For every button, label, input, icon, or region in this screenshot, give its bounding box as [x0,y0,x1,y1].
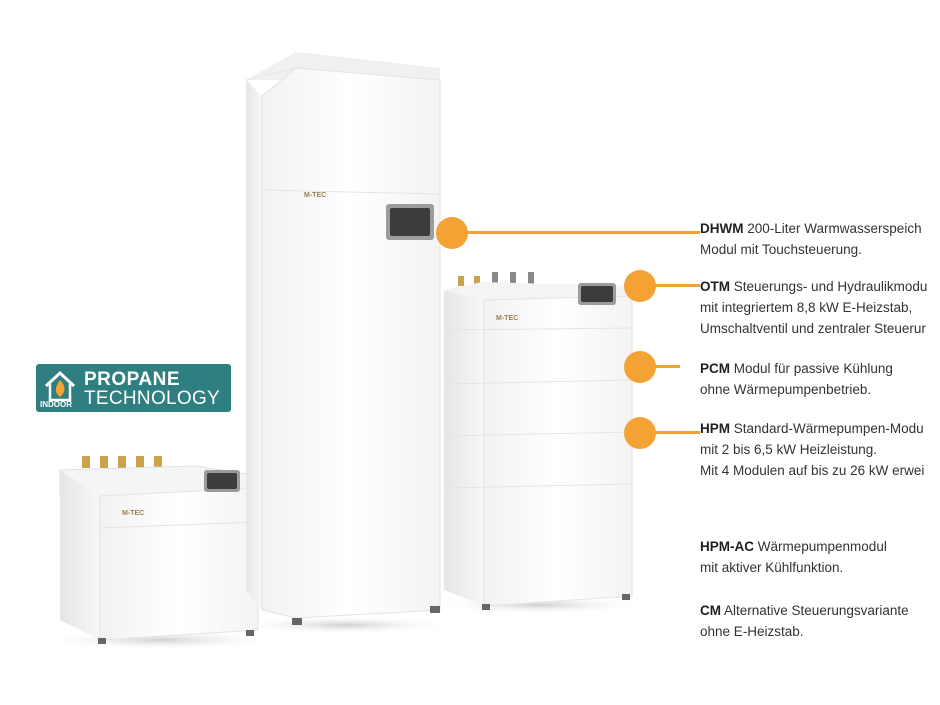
label-hpm: HPM Standard-Wärmepumpen-Modu mit 2 bis … [700,418,940,481]
label-code: DHWM [700,221,744,236]
label-code: CM [700,603,721,618]
label-line: Standard-Wärmepumpen-Modu [733,421,924,436]
callout-line-dhwm [452,231,700,234]
label-line: mit aktiver Kühlfunktion. [700,560,844,575]
label-line: Mit 4 Modulen auf bis zu 26 kW erwei [700,463,925,478]
badge-line-1: PROPANE [84,369,181,390]
label-line: ohne E-Heizstab. [700,624,804,639]
callout-dot-otm [624,270,656,302]
callout-dot-pcm [624,351,656,383]
label-line: Steuerungs- und Hydraulikmodu [733,279,928,294]
flame-house-icon [44,370,76,402]
compact-unit: M-TEC [59,456,259,644]
label-dhwm: DHWM 200-Liter Warmwasserspeich Modul mi… [700,218,940,260]
label-line: Alternative Steuerungsvariante [724,603,909,618]
label-pcm: PCM Modul für passive Kühlung ohne Wärme… [700,358,940,400]
stacked-unit: M-TEC [443,272,633,610]
brand-logo: M-TEC [304,192,326,199]
badge-line-2: TECHNOLOGY [84,388,221,409]
label-line: mit 2 bis 6,5 kW Heizleistung. [700,442,878,457]
label-code: OTM [700,279,730,294]
brand-logo: M-TEC [122,510,144,517]
tall-unit: M-TEC [245,52,441,625]
callout-line-hpm [640,431,700,434]
callout-line-otm [640,284,700,287]
label-line: ohne Wärmepumpenbetrieb. [700,382,872,397]
label-line: mit integriertem 8,8 kW E-Heizstab, [700,300,913,315]
badge-corner-label: INDOOR [40,400,72,409]
label-code: HPM-AC [700,539,754,554]
label-line: Modul für passive Kühlung [733,361,893,376]
label-cm: CM Alternative Steuerungsvariante ohne E… [700,600,940,642]
callout-line-pcm [640,365,680,368]
brand-logo: M-TEC [496,315,518,322]
label-code: HPM [700,421,730,436]
label-otm: OTM Steuerungs- und Hydraulikmodu mit in… [700,276,940,339]
label-line: Modul mit Touchsteuerung. [700,242,862,257]
callout-dot-hpm [624,417,656,449]
label-line: Wärmepumpenmodul [757,539,887,554]
label-line: Umschaltventil und zentraler Steuerur [700,321,926,336]
label-hpm-ac: HPM-AC Wärmepumpenmodul mit aktiver Kühl… [700,536,940,578]
callout-dot-dhwm [436,217,468,249]
propane-technology-badge: INDOOR PROPANE TECHNOLOGY [36,364,231,412]
label-code: PCM [700,361,730,376]
label-line: 200-Liter Warmwasserspeich [747,221,922,236]
